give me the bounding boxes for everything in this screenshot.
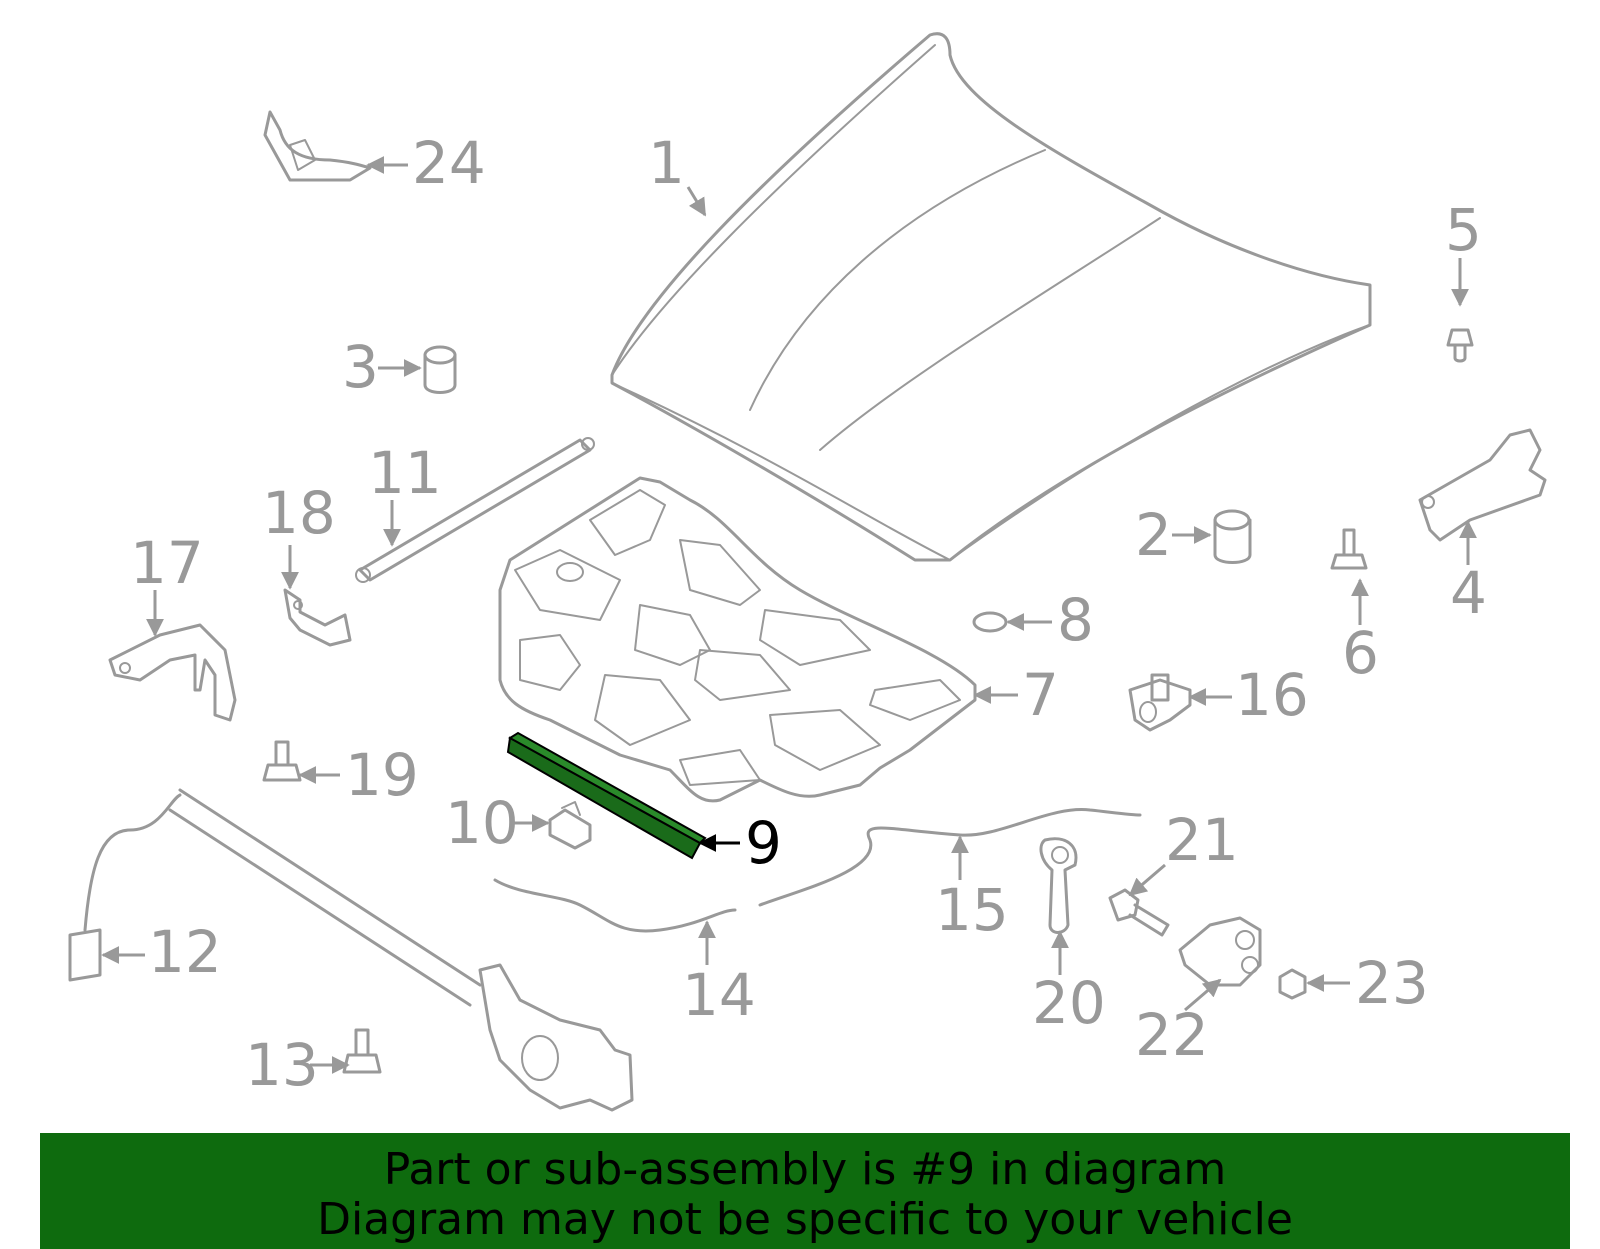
nut-part-23 (1278, 968, 1307, 1000)
bolt-part-6 (1330, 528, 1368, 570)
info-banner: Part or sub-assembly is #9 in diagram Di… (40, 1133, 1570, 1249)
callout-7: 7 (1022, 661, 1059, 729)
callout-24: 24 (412, 129, 486, 197)
bolt-part-13 (342, 1028, 382, 1074)
switch-part-22 (1178, 916, 1262, 987)
callout-12: 12 (148, 918, 222, 986)
callout-22: 22 (1135, 1001, 1209, 1069)
callout-1: 1 (648, 129, 685, 197)
callout-14: 14 (682, 961, 756, 1029)
callout-11: 11 (368, 439, 442, 507)
handle-part-20 (1039, 837, 1078, 934)
callout-4: 4 (1450, 559, 1487, 627)
callout-20: 20 (1032, 969, 1106, 1037)
callout-6: 6 (1342, 619, 1379, 687)
bracket-part-24 (263, 110, 372, 182)
bolt-part-21 (1108, 888, 1170, 937)
callout-15: 15 (935, 876, 1009, 944)
callout-16: 16 (1235, 661, 1309, 729)
hood-latch (478, 963, 634, 1112)
strut-part-11 (355, 437, 595, 583)
callout-3: 3 (342, 333, 379, 401)
callout-17: 17 (130, 529, 204, 597)
hinge-part-4 (1418, 428, 1547, 542)
cable-part-14 (493, 878, 737, 933)
callout-21: 21 (1165, 806, 1239, 874)
callout-5: 5 (1445, 196, 1482, 264)
callout-9: 9 (745, 809, 782, 877)
callout-19: 19 (345, 741, 419, 809)
callout-18: 18 (262, 479, 336, 547)
hood-part-1 (610, 32, 1372, 562)
insulator-part-7 (498, 476, 977, 803)
callout-23: 23 (1355, 949, 1429, 1017)
seal-part-8 (972, 611, 1008, 633)
callout-13: 13 (245, 1031, 319, 1099)
banner-line-1: Part or sub-assembly is #9 in diagram (383, 1144, 1227, 1195)
callout-10: 10 (445, 789, 519, 857)
bracket-part-18 (283, 588, 352, 647)
sensor-part-12 (68, 788, 482, 1007)
banner-line-2: Diagram may not be specific to your vehi… (317, 1194, 1293, 1245)
weatherstrip-part-9[interactable] (506, 731, 707, 860)
bracket-part-16 (1128, 673, 1192, 732)
callout-8: 8 (1057, 586, 1094, 654)
bolt-part-19 (262, 740, 302, 782)
cable-part-15 (758, 808, 1142, 907)
bumper-part-2 (1213, 509, 1252, 564)
callout-2: 2 (1135, 501, 1172, 569)
bumper-part-3 (423, 345, 457, 394)
bracket-part-17 (108, 623, 237, 722)
bolt-part-5 (1446, 328, 1474, 363)
clip-part-10 (548, 801, 592, 850)
callouts: 1 2 3 4 5 6 7 8 9 10 11 12 13 14 15 16 1 (101, 129, 1487, 1099)
